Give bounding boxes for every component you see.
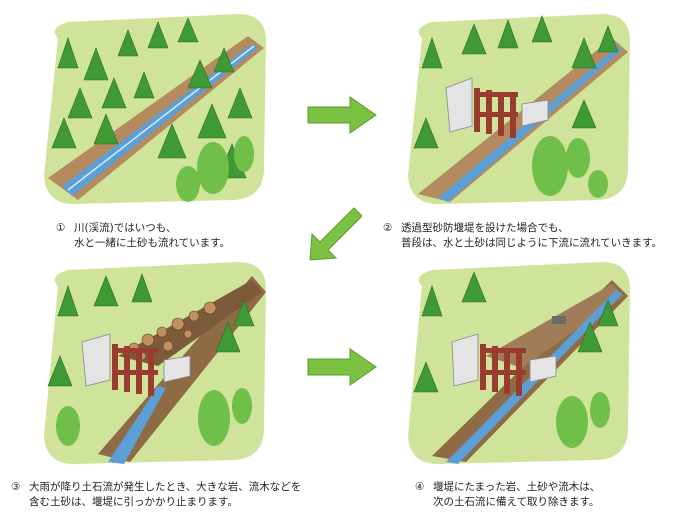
step-number: ④: [415, 481, 425, 493]
scene-panel-3: [38, 256, 270, 464]
caption-line-1: 透過型砂防堰堤を設けた場合でも、: [401, 222, 569, 234]
step-number: ③: [11, 481, 21, 493]
caption-step-4: ④ 堰堤にたまった岩、土砂や流木は、 次の土石流に備えて取り除きます。: [415, 480, 600, 510]
stream-illustration-2: [408, 14, 630, 204]
arrow-right-bottom: [307, 348, 377, 386]
step-number: ②: [383, 222, 393, 234]
arrow-right-top: [307, 96, 377, 134]
caption-line-2: 次の土石流に備えて取り除きます。: [433, 496, 600, 508]
caption-line-1: 川(渓流)ではいつも、: [74, 222, 177, 234]
step-number: ①: [56, 222, 66, 234]
stream-illustration-1: [44, 14, 266, 204]
scene-panel-4: [402, 256, 634, 464]
caption-step-1: ① 川(渓流)ではいつも、 水と一緒に土砂も流れています。: [56, 221, 230, 251]
caption-line-2: 水と一緒に土砂も流れています。: [74, 237, 231, 249]
caption-line-2: 含む土砂は、堰堤に引っかかり止まります。: [29, 496, 238, 508]
caption-line-2: 普段は、水と土砂は同じように下流に流れていきます。: [401, 237, 663, 249]
caption-step-3: ③ 大雨が降り土石流が発生したとき、大きな岩、流木などを 含む土砂は、堰堤に引っか…: [11, 480, 301, 510]
scene-panel-1: [38, 8, 270, 204]
scene-panel-2: [402, 8, 634, 204]
stream-illustration-3: [44, 262, 266, 464]
caption-step-2: ② 透過型砂防堰堤を設けた場合でも、 普段は、水と土砂は同じように下流に流れていき…: [383, 221, 662, 251]
caption-line-1: 堰堤にたまった岩、土砂や流木は、: [433, 481, 601, 493]
arrow-diagonal-down-left: [309, 207, 362, 261]
caption-line-1: 大雨が降り土石流が発生したとき、大きな岩、流木などを: [29, 481, 302, 493]
stream-illustration-4: [408, 262, 630, 464]
